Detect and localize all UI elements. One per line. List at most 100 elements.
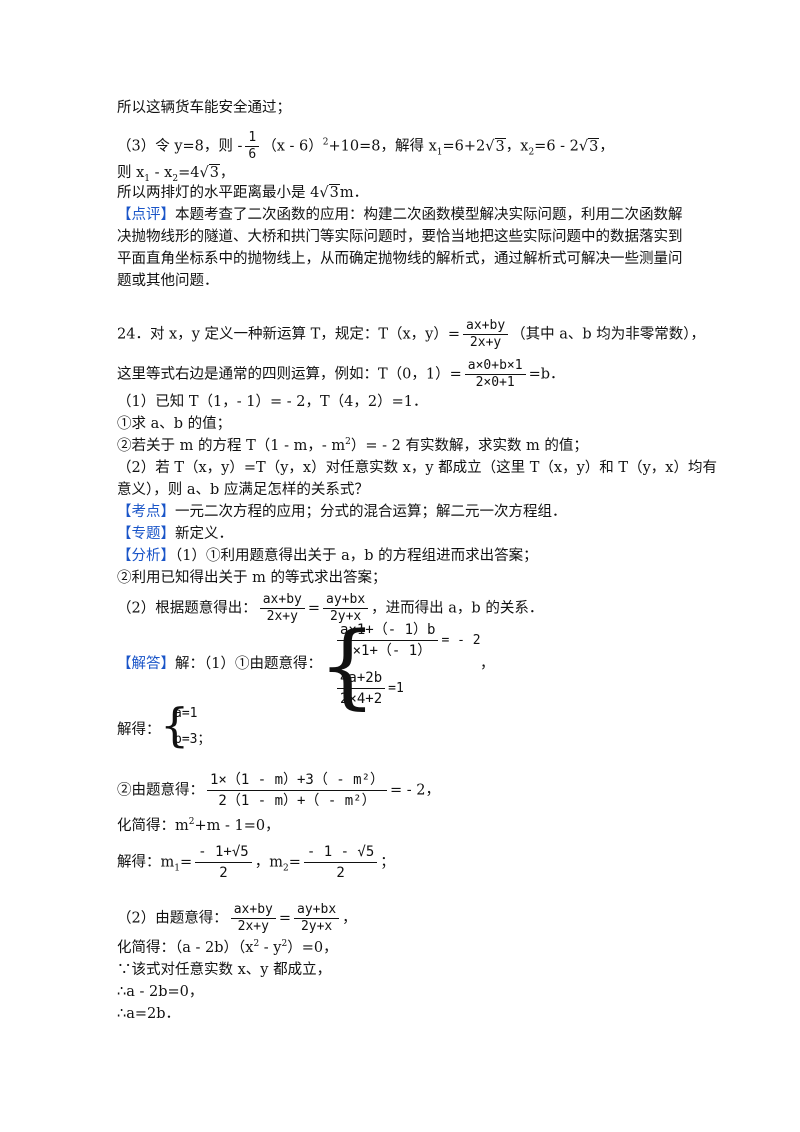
fraction-numerator: ax+by bbox=[463, 318, 509, 335]
solution-a: a=1 bbox=[174, 706, 198, 721]
text-segment: 则 x bbox=[117, 165, 145, 181]
fraction-denominator: 2x+y bbox=[266, 609, 298, 624]
text-segment: （其中 a、b 均为非零常数）， bbox=[511, 326, 706, 343]
fraction-denominator: 2y+x bbox=[300, 919, 333, 934]
text-line: 所以这辆货车能安全通过； bbox=[117, 100, 291, 116]
fraction-denominator: 2×0+1 bbox=[475, 375, 515, 390]
solution-b: b=3； bbox=[174, 728, 211, 747]
radicand: 3 bbox=[328, 184, 340, 201]
text-segment: ②由题意得： bbox=[117, 782, 204, 799]
text-line: （2）若 T（x，y）=T（y，x）对任意实数 x，y 都成立（这里 T（x，y… bbox=[117, 460, 717, 476]
fraction-numerator: 1 bbox=[245, 130, 260, 147]
fraction: 4a+2b 2×4+2 bbox=[337, 668, 386, 709]
superscript: 2 bbox=[188, 817, 195, 828]
text-line: ②若关于 m 的方程 T（1 - m，- m2）= - 2 有实数解，求实数 m… bbox=[117, 436, 588, 456]
text-line: ∴a=2b． bbox=[117, 1006, 181, 1022]
text-segment: ）=0， bbox=[287, 940, 338, 956]
subscript: 1 bbox=[144, 173, 151, 184]
review-paragraph: 【点评】本题考查了二次函数的应用：构建二次函数模型解决实际问题，利用二次函数解 bbox=[117, 205, 683, 225]
radicand: 3 bbox=[588, 137, 600, 155]
subscript: 1 bbox=[436, 147, 443, 158]
text-line: 平面直角坐标系中的抛物线上，从而确定抛物线的解析式，通过解析式可解决一些测量问 bbox=[117, 251, 683, 267]
fraction-denominator: 6 bbox=[248, 147, 257, 162]
text-segment: ，m bbox=[254, 854, 283, 871]
text-segment: =6 - 2 bbox=[534, 138, 579, 155]
text-line: 意义），则 a、b 应满足怎样的关系式？ bbox=[117, 482, 369, 498]
text-segment: 这里等式右边是通常的四则运算，例如：T（0，1）= bbox=[117, 366, 462, 383]
text-line: 化简得：（a - 2b）（x2 - y2）=0， bbox=[117, 938, 338, 958]
fraction-denominator: 2y+x bbox=[329, 609, 362, 624]
topic: 【专题】新定义． bbox=[117, 524, 233, 544]
subscript: 2 bbox=[172, 173, 179, 184]
fraction-numerator: ax+by bbox=[230, 902, 276, 919]
text-line: 解得： bbox=[117, 722, 161, 738]
text-segment: ， bbox=[342, 910, 357, 927]
answer-label-line: 【解答】解：（1）①由题意得： bbox=[117, 654, 322, 674]
text-segment: = - 2 bbox=[441, 633, 481, 648]
text-line: ②由题意得：1×（1 - m）+3（ - m²）2（1 - m）+（ - m²）… bbox=[117, 770, 440, 811]
review-tag: 【点评】 bbox=[117, 207, 175, 223]
text-segment: +10=8，解得 x bbox=[328, 138, 437, 155]
text-segment: ②若关于 m 的方程 T（1 - m，- m bbox=[117, 438, 346, 454]
superscript: 2 bbox=[322, 137, 329, 148]
fraction-numerator: 4a+2b bbox=[337, 668, 386, 689]
analysis: 【分析】（1）①利用题意得出关于 a，b 的方程组进而求出答案； bbox=[117, 546, 538, 566]
text-line: 决抛物线形的隧道、大桥和拱门等实际问题时，要恰当地把这些实际问题中的数据落实到 bbox=[117, 229, 683, 245]
equals-sign: = bbox=[278, 910, 292, 927]
text-line: ∴a - 2b=0， bbox=[117, 984, 204, 1000]
solution-brace: { bbox=[160, 698, 190, 752]
fraction-numerator: ay+bx bbox=[323, 592, 369, 609]
text-segment: +m - 1=0， bbox=[194, 818, 280, 834]
fraction-denominator: 2（1 - m）+（ - m²） bbox=[218, 793, 376, 809]
fraction-denominator: 2x+y bbox=[237, 919, 269, 934]
text-segment: ， bbox=[480, 656, 495, 672]
text-segment: 化简得：（a - 2b）（x bbox=[117, 940, 254, 956]
zhuanti-tag: 【专题】 bbox=[117, 526, 175, 542]
fraction-numerator: a×0+b×1 bbox=[464, 358, 526, 375]
subscript: 1 bbox=[174, 863, 180, 874]
radicand: 3 bbox=[494, 137, 506, 155]
equals-sign: = bbox=[179, 854, 193, 871]
text-segment: ， bbox=[219, 165, 235, 181]
fraction: 1×（1 - m）+3（ - m²）2（1 - m）+（ - m²） bbox=[207, 770, 388, 811]
text-segment: - x bbox=[150, 165, 173, 181]
text-line: 所以两排灯的水平距离最小是 4√3m． bbox=[117, 184, 369, 201]
text-segment: =4 bbox=[178, 165, 200, 181]
text-line: （1）已知 T（1，- 1）= - 2，T（4，2）=1． bbox=[117, 394, 428, 410]
text-line: ①求 a、b 的值； bbox=[117, 416, 232, 432]
text-line: ②利用已知得出关于 m 的等式求出答案； bbox=[117, 570, 387, 586]
equals-sign: = bbox=[288, 854, 301, 871]
text-segment: ）= - 2 有实数解，求实数 m 的值； bbox=[350, 438, 588, 454]
fraction: - 1 - √5 2 bbox=[303, 842, 378, 883]
fraction-denominator: 2×4+2 bbox=[340, 691, 383, 707]
text-line: ∵该式对任意实数 x、y 都成立， bbox=[117, 962, 332, 978]
text-line: 化简得：m2+m - 1=0， bbox=[117, 816, 280, 836]
fraction-numerator: - 1 - √5 bbox=[303, 842, 378, 863]
text-segment: 化简得：m bbox=[117, 818, 189, 834]
subscript: 2 bbox=[528, 147, 535, 158]
text-segment: 新定义． bbox=[175, 526, 233, 542]
fraction-numerator: ax+by bbox=[259, 592, 305, 609]
radicand: 3 bbox=[208, 164, 220, 181]
text-segment: m． bbox=[339, 185, 369, 201]
text-segment: ， bbox=[599, 138, 614, 155]
subscript: 2 bbox=[282, 863, 289, 874]
jieda-tag: 【解答】 bbox=[117, 656, 175, 672]
fraction-numerator: - 1+√5 bbox=[195, 842, 252, 863]
text-segment: = - 2， bbox=[390, 782, 441, 799]
text-segment: （1）①利用题意得出关于 a，b 的方程组进而求出答案； bbox=[175, 548, 538, 564]
fraction-numerator: a×1+（- 1）b bbox=[337, 620, 439, 641]
fraction-denominator: 2 bbox=[336, 865, 345, 881]
text-segment: （2）根据题意得出： bbox=[117, 600, 257, 617]
